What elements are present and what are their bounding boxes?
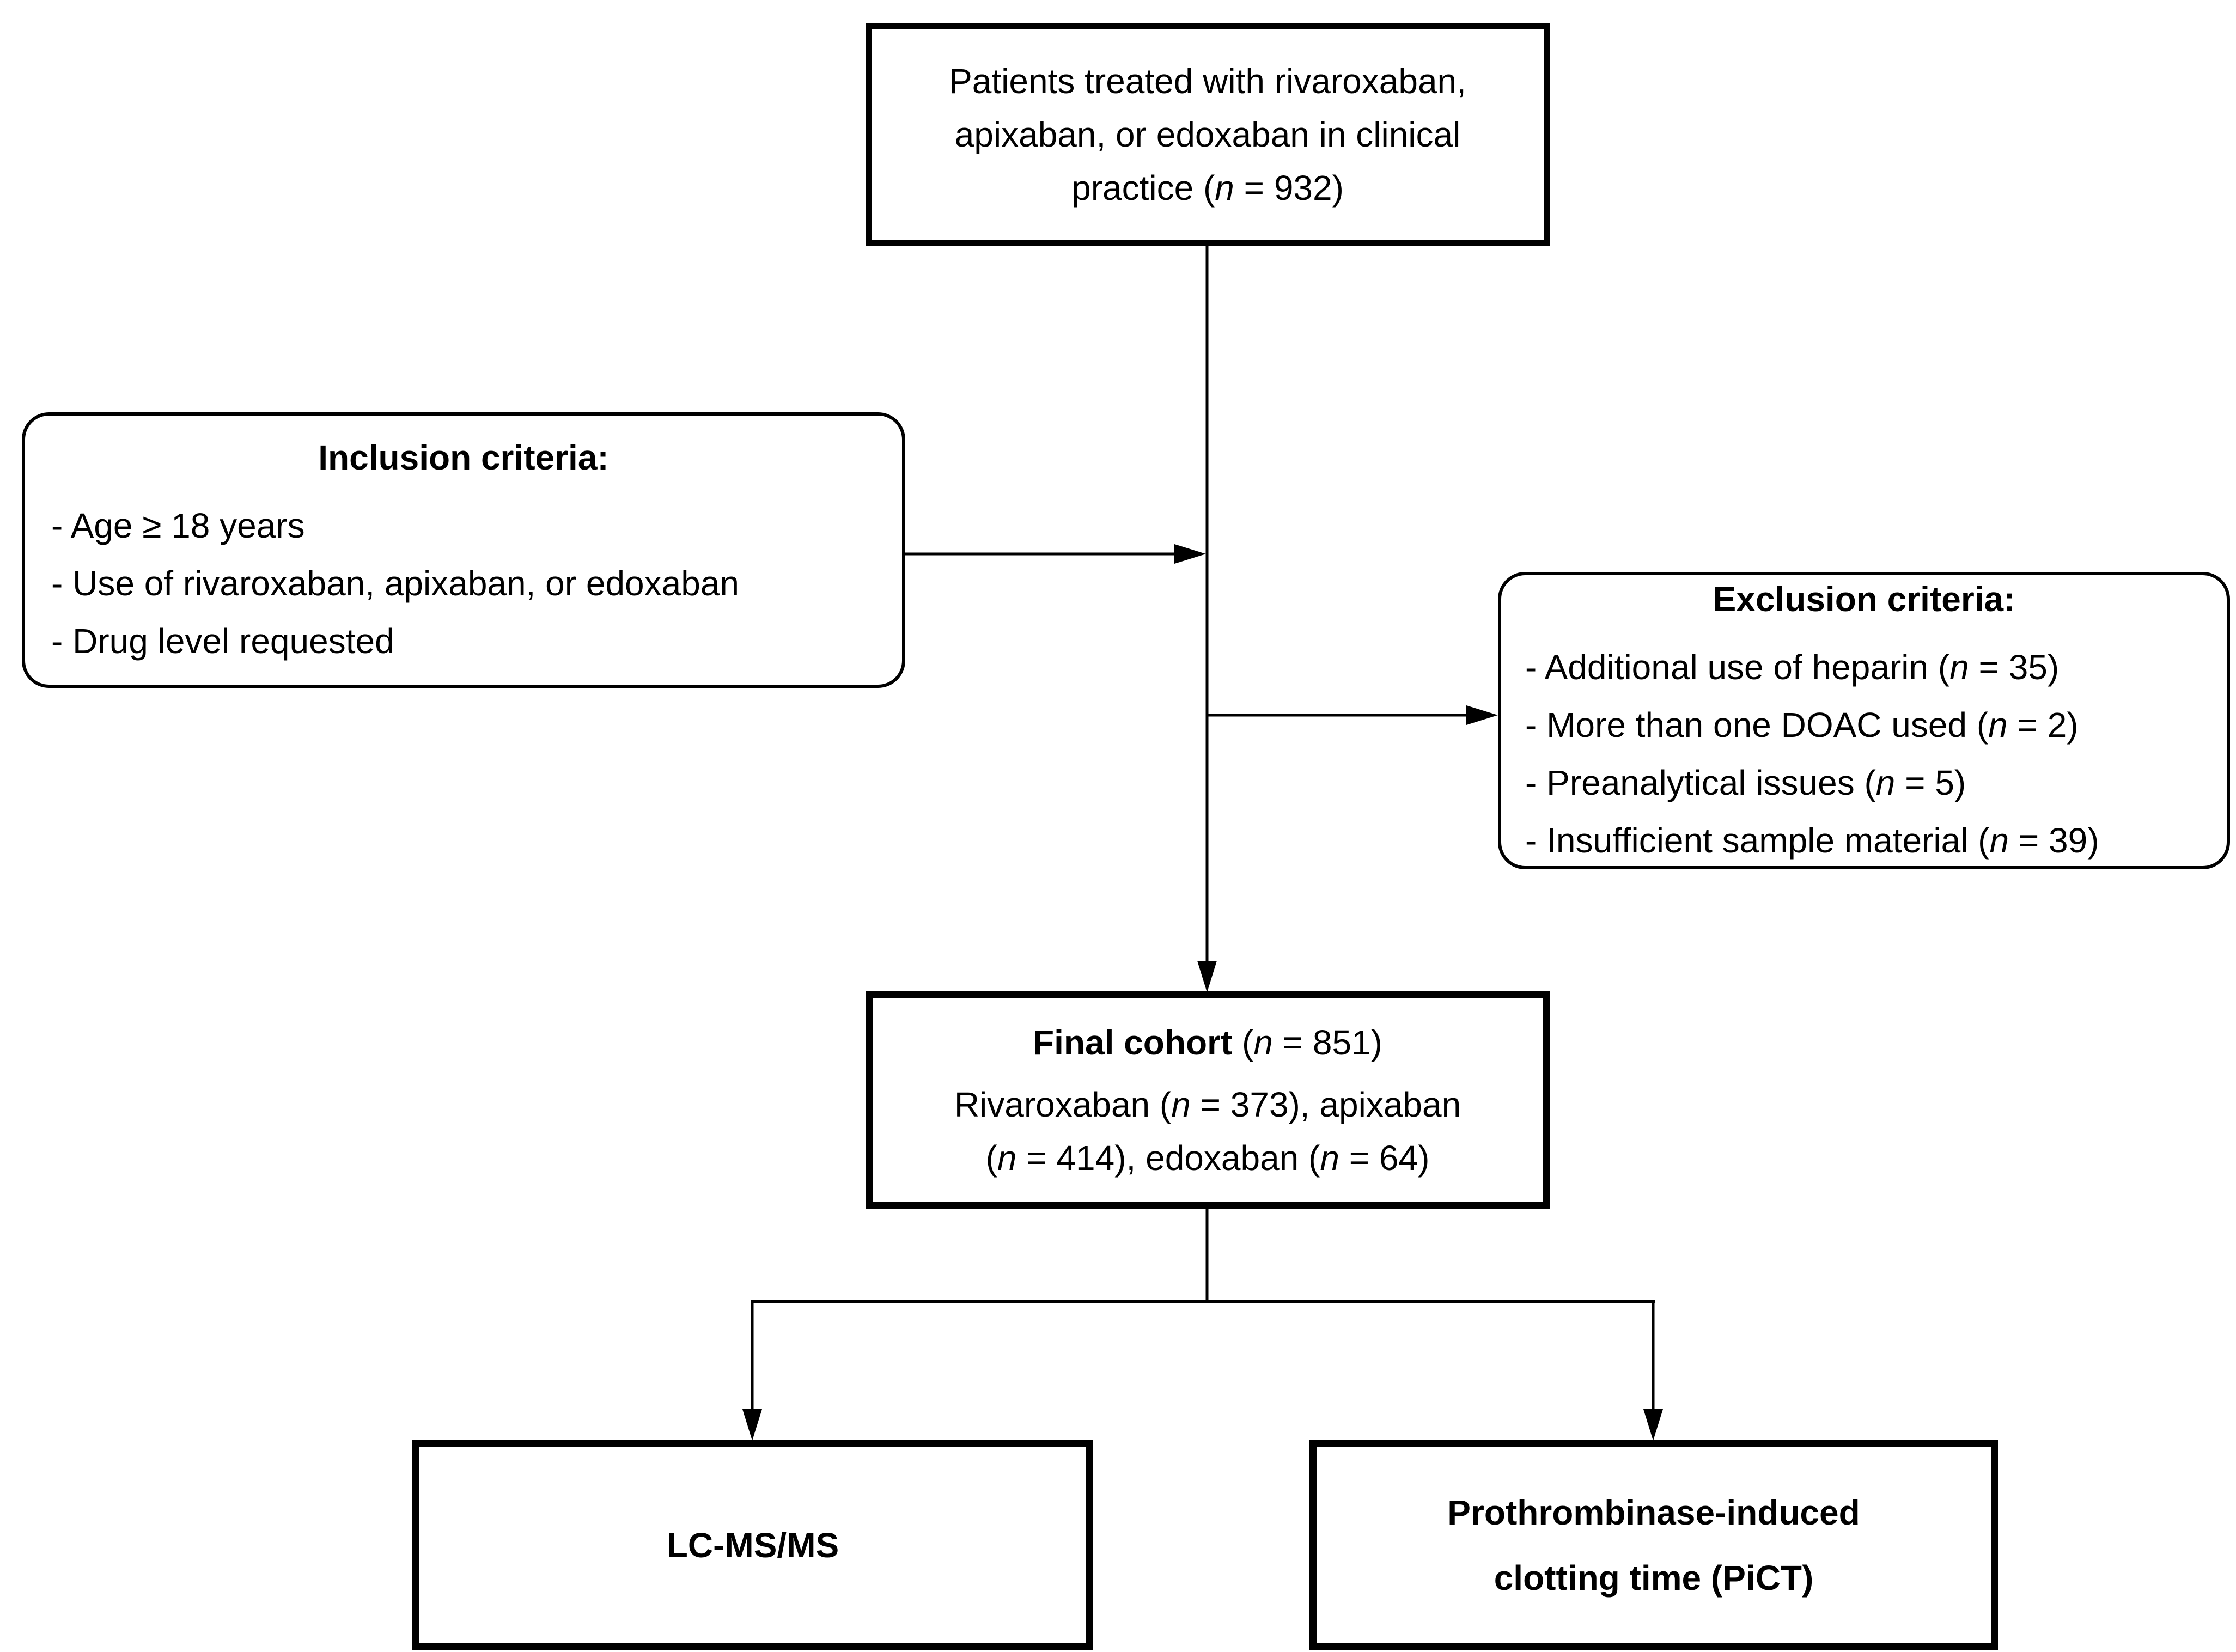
patients-line: apixaban, or edoxaban in clinical	[954, 115, 1461, 154]
inclusion-criteria-box: Inclusion criteria: - Age ≥ 18 years - U…	[22, 412, 905, 688]
exclusion-item: - Preanalytical issues (n = 5)	[1525, 763, 1966, 802]
arrowhead-down-icon	[1197, 961, 1217, 992]
exclusion-title: Exclusion criteria:	[1713, 580, 2015, 619]
exclusion-item: - Additional use of heparin (n = 35)	[1525, 648, 2060, 687]
inclusion-item: - Drug level requested	[51, 621, 394, 661]
pict-box: Prothrombinase-induced clotting time (Pi…	[1309, 1440, 1998, 1650]
exclusion-items: - Additional use of heparin (n = 35) - M…	[1501, 638, 2227, 869]
pict-label-line: clotting time (PiCT)	[1494, 1558, 1814, 1598]
patients-box: Patients treated with rivaroxaban, apixa…	[866, 23, 1550, 246]
lcmsms-label: LC-MS/MS	[666, 1525, 839, 1565]
final-cohort-line: (n = 414), edoxaban (n = 64)	[985, 1138, 1430, 1178]
pict-label-line: Prothrombinase-induced	[1447, 1492, 1860, 1532]
exclusion-criteria-box: Exclusion criteria: - Additional use of …	[1498, 572, 2230, 869]
arrowhead-right-icon	[1174, 544, 1206, 564]
inclusion-item: - Use of rivaroxaban, apixaban, or edoxa…	[51, 564, 739, 603]
final-cohort-title: Final cohort (n = 851)	[1033, 1023, 1382, 1062]
final-cohort-box: Final cohort (n = 851) Rivaroxaban (n = …	[866, 991, 1550, 1209]
arrowhead-right-icon	[1466, 705, 1498, 725]
arrowhead-down-icon	[742, 1409, 762, 1441]
patients-line: practice (n = 932)	[1071, 168, 1344, 208]
lcmsms-box: LC-MS/MS	[412, 1440, 1093, 1650]
inclusion-item: - Age ≥ 18 years	[51, 506, 305, 545]
inclusion-title: Inclusion criteria:	[318, 438, 609, 477]
arrowhead-down-icon	[1643, 1409, 1663, 1441]
inclusion-items: - Age ≥ 18 years - Use of rivaroxaban, a…	[25, 497, 902, 670]
exclusion-item: - More than one DOAC used (n = 2)	[1525, 705, 2079, 745]
final-cohort-line: Rivaroxaban (n = 373), apixaban	[954, 1085, 1461, 1124]
patients-line: Patients treated with rivaroxaban,	[949, 62, 1466, 101]
exclusion-item: - Insufficient sample material (n = 39)	[1525, 821, 2099, 860]
